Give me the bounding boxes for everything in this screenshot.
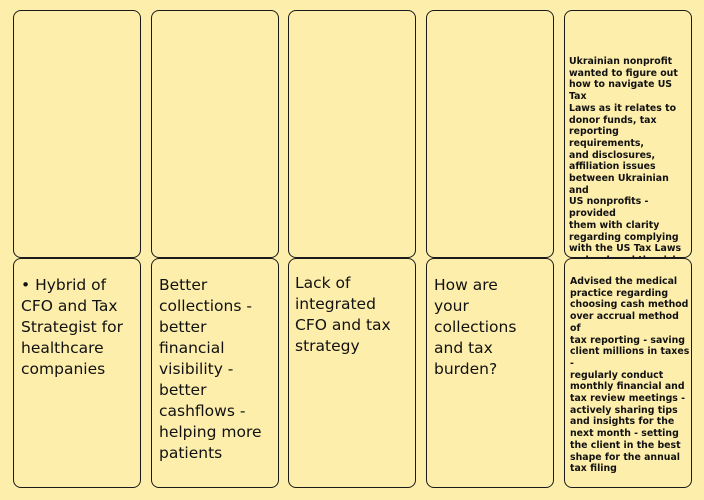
card-top-3 (288, 10, 416, 258)
card-top-5-case-study: Ukrainian nonprofit wanted to figure out… (564, 10, 692, 258)
card-bottom-5-case-study: Advised the medical practice regarding c… (564, 258, 692, 488)
card-bottom-2: Better collections - better financial vi… (151, 258, 279, 488)
card-top-2 (151, 10, 279, 258)
card-bottom-3: Lack of integrated CFO and tax strategy (288, 258, 416, 488)
better-collections-text: Better collections - better financial vi… (159, 276, 262, 462)
card-top-1 (13, 10, 141, 258)
hybrid-cfo-text: • Hybrid of CFO and Tax Strategist for h… (21, 276, 123, 378)
collections-question-text: How are your collections and tax burden? (434, 276, 517, 378)
card-bottom-1: • Hybrid of CFO and Tax Strategist for h… (13, 258, 141, 488)
card-bottom-4: How are your collections and tax burden? (426, 258, 554, 488)
lack-of-strategy-text: Lack of integrated CFO and tax strategy (295, 274, 391, 355)
card-top-4 (426, 10, 554, 258)
medical-practice-case-text: Advised the medical practice regarding c… (570, 276, 690, 475)
nonprofit-case-text: Ukrainian nonprofit wanted to figure out… (569, 56, 682, 257)
